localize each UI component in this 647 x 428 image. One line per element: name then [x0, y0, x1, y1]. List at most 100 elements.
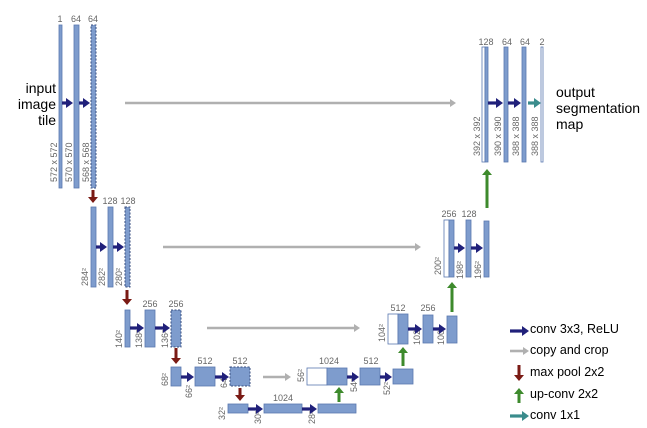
size-label: 284² — [80, 268, 90, 286]
conv-arrow-icon — [476, 243, 483, 253]
feature-map — [170, 309, 182, 348]
feature-map — [326, 367, 348, 386]
size-label: 138² — [134, 330, 144, 348]
up-arrow-icon — [334, 387, 344, 393]
feature-map — [521, 46, 527, 163]
channel-label: 64 — [502, 37, 512, 47]
output-label: output segmentation map — [556, 84, 640, 132]
feature-map — [263, 403, 303, 414]
conv-arrow-icon — [137, 323, 144, 333]
pool-arrow-icon — [122, 299, 132, 305]
conv-arrow-icon — [439, 324, 446, 334]
size-label: 140² — [114, 330, 124, 348]
channel-label: 256 — [168, 299, 183, 309]
channel-label: 512 — [197, 356, 212, 366]
conv-arrow-icon — [222, 372, 229, 382]
feature-map — [443, 219, 450, 278]
size-label: 68² — [160, 373, 170, 386]
size-label: 28² — [307, 411, 317, 424]
feature-map — [359, 367, 381, 386]
legend-conv1x1-text: conv 1x1 — [530, 408, 581, 422]
up-arrow-icon — [398, 347, 408, 353]
conv-arrow-icon — [66, 98, 73, 108]
pool-arrow-icon — [88, 197, 98, 203]
conv-arrow-icon — [100, 242, 107, 252]
input-label-line: input — [25, 80, 56, 96]
size-label: 282² — [97, 268, 107, 286]
size-label: 32² — [217, 407, 227, 420]
legend-copy: copy and crop — [530, 343, 609, 357]
size-label: 572 x 572 — [49, 142, 59, 182]
output-label-line: map — [556, 116, 584, 132]
feature-map — [397, 313, 409, 345]
size-label: 388 x 388 — [530, 116, 540, 156]
feature-map — [448, 219, 455, 278]
size-label: 100² — [436, 327, 446, 345]
channel-label: 128 — [478, 37, 493, 47]
copy-arrow-icon — [285, 373, 291, 381]
up-arrow-icon — [482, 169, 492, 175]
size-label: 280² — [114, 268, 124, 286]
channel-label: 1024 — [273, 393, 293, 403]
legend-up-arrow-icon — [514, 388, 524, 394]
input-label: input image tile — [12, 80, 56, 128]
feature-map — [540, 46, 544, 163]
conv-arrow-icon — [256, 404, 263, 414]
size-label: 52² — [382, 382, 392, 395]
feature-map — [392, 368, 414, 385]
legend-copy-arrow-icon — [523, 347, 529, 355]
legend-pool-arrow-icon — [514, 375, 524, 381]
input-label-line: image — [17, 96, 56, 112]
channel-label: 256 — [420, 303, 435, 313]
copy-arrow-icon — [450, 99, 456, 107]
up-arrow-icon — [447, 282, 457, 288]
feature-map — [317, 403, 357, 414]
size-label: 198² — [455, 261, 465, 279]
feature-map — [422, 314, 434, 344]
feature-map — [90, 206, 97, 288]
legend-up: up-conv 2x2 — [530, 387, 598, 401]
legend-pool: max pool 2x2 — [530, 365, 604, 379]
conv-arrow-icon — [83, 98, 90, 108]
feature-map — [124, 206, 131, 288]
channel-label: 512 — [363, 356, 378, 366]
conv-arrow-icon — [310, 404, 317, 414]
legend-conv1x1-arrow-icon — [522, 411, 529, 421]
channel-label: 128 — [120, 196, 135, 206]
feature-map — [306, 367, 328, 386]
size-label: 56² — [296, 369, 306, 382]
legend-conv1x1: conv 1x1 — [530, 408, 580, 422]
feature-map — [503, 46, 509, 163]
output-label-line: segmentation — [556, 100, 641, 116]
size-label: 570 x 570 — [64, 142, 74, 182]
feature-map — [58, 24, 63, 189]
feature-map — [124, 309, 131, 348]
channel-label: 512 — [232, 356, 247, 366]
feature-map — [144, 309, 156, 348]
channel-label: 64 — [88, 14, 98, 24]
feature-map — [483, 220, 490, 278]
conv1x1-arrow-icon — [534, 98, 541, 108]
conv-arrow-icon — [385, 372, 392, 382]
size-label: 392 x 392 — [472, 116, 482, 156]
size-label: 64² — [219, 375, 229, 388]
copy-arrow-icon — [354, 324, 360, 332]
legend-conv-text: conv 3x3, ReLU — [530, 322, 619, 336]
channel-label: 1024 — [319, 356, 339, 366]
conv-arrow-icon — [187, 372, 194, 382]
conv-arrow-icon — [496, 98, 503, 108]
output-label-line: output — [556, 84, 595, 100]
conv-arrow-icon — [514, 98, 521, 108]
legend-copy-text: copy and crop — [530, 343, 609, 357]
size-label: 200² — [433, 257, 443, 275]
feature-map — [465, 219, 472, 278]
input-label-line: tile — [38, 112, 56, 128]
size-label: 388 x 388 — [511, 116, 521, 156]
feature-map — [73, 24, 80, 189]
size-label: 568 x 568 — [81, 142, 91, 182]
feature-map — [107, 206, 114, 288]
size-label: 196² — [473, 261, 483, 279]
channel-label: 256 — [441, 209, 456, 219]
feature-map — [170, 366, 182, 387]
